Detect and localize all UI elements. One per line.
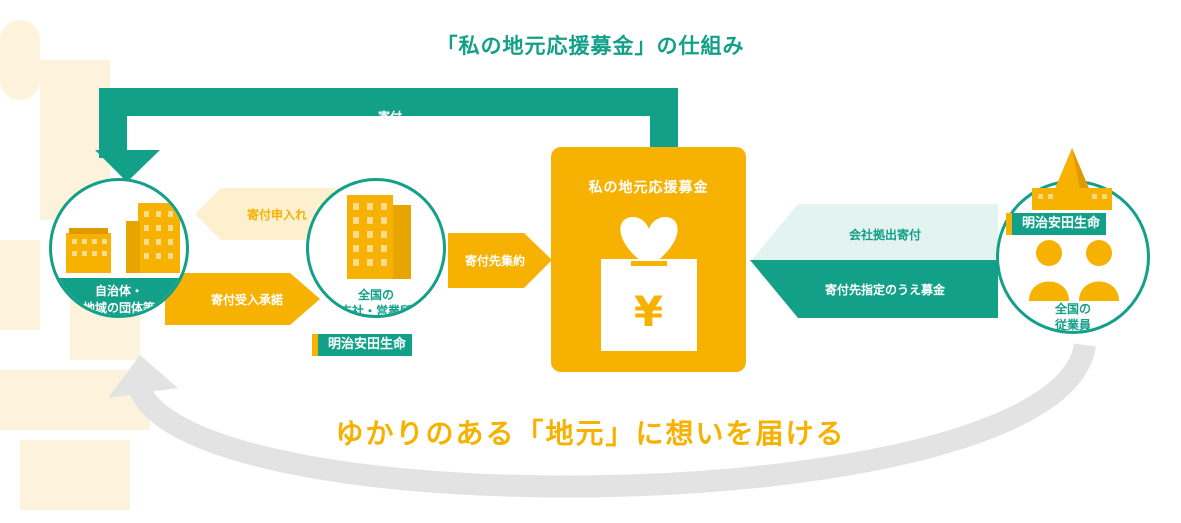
branch-office-label-line2: 支社・営業所 — [339, 304, 412, 318]
accept-arrow-label: 寄付受入承諾 — [210, 293, 283, 307]
accept-arrow — [165, 273, 320, 325]
request-arrow — [195, 188, 340, 240]
headquarters-building-icon — [1032, 148, 1112, 210]
branch-office-label-line1: 全国の — [357, 288, 394, 302]
branch-office-circle: 全国の 支社・営業所 — [306, 178, 446, 318]
top-arrow-label: 寄付 — [377, 110, 402, 124]
office-building-icon — [347, 195, 411, 279]
employees-label: 全国の 従業員 — [999, 301, 1147, 332]
collect-arrow — [448, 233, 552, 288]
employees-label-line1: 全国の — [1054, 302, 1091, 316]
employee-donation-arrow — [750, 260, 998, 318]
employee-donation-label: 寄付先指定のうえ募金 — [824, 283, 945, 297]
fundraising-box: 私の地元応援募金 ¥ — [551, 147, 746, 372]
donation-box-icon — [601, 217, 697, 351]
local-government-circle: 自治体・ 地域の団体等 — [49, 178, 189, 318]
yen-symbol: ¥ — [633, 287, 664, 336]
government-buildings-icon — [66, 203, 180, 273]
fundraising-box-title: 私の地元応援募金 — [588, 180, 709, 196]
meiji-yasuda-badge-middle: 明治安田生命 — [312, 334, 413, 356]
company-donation-arrow — [750, 204, 998, 262]
slogan: ゆかりのある「地元」に想いを届ける — [335, 417, 846, 450]
branch-office-label: 全国の 支社・営業所 — [309, 287, 443, 318]
local-government-label-line1: 自治体・ — [94, 284, 143, 298]
local-government-band: 自治体・ 地域の団体等 — [52, 278, 186, 315]
diagram-title: 「私の地元応援募金」の仕組み — [436, 34, 745, 58]
collect-arrow-label: 寄付先集約 — [464, 254, 525, 268]
request-arrow-label: 寄付申入れ — [246, 208, 307, 222]
employees-label-line2: 従業員 — [1054, 318, 1091, 332]
company-donation-label: 会社拠出寄付 — [848, 228, 921, 242]
employees-icon — [1029, 240, 1119, 301]
meiji-yasuda-badge-right: 明治安田生命 — [1006, 213, 1107, 235]
local-government-label-line2: 地域の団体等 — [82, 301, 155, 315]
